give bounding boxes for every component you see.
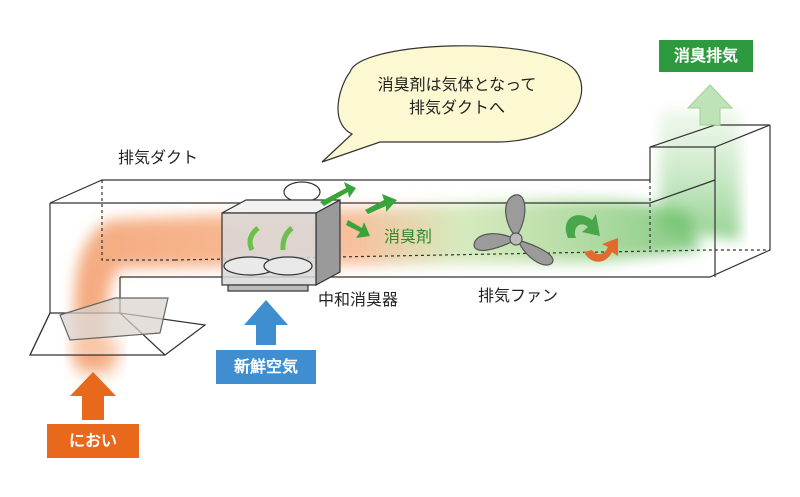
bubble-line-1: 消臭剤は気体となって [377,75,537,94]
exhaust-tag: 消臭排気 [659,40,753,72]
deodorant-label: 消臭剤 [384,227,433,246]
range-hood [29,297,207,356]
odor-tag: におい [47,424,139,458]
fresh-air-arrow [244,300,288,345]
bubble-line-2: 排気ダクトへ [408,98,505,117]
neutralizer-unit [221,181,341,292]
fresh-air-tag: 新鮮空気 [216,350,316,384]
exhaust-fan [473,194,554,266]
rotation-arrow [565,214,618,262]
deodorant-arrows [320,182,397,238]
speech-bubble [321,45,583,163]
duct-label: 排気ダクト [118,148,199,167]
fan-label: 排気ファン [478,286,559,305]
exhaust-up-arrow [686,84,734,126]
neutralizer-label: 中和消臭器 [318,290,399,309]
odor-arrow [70,372,116,420]
